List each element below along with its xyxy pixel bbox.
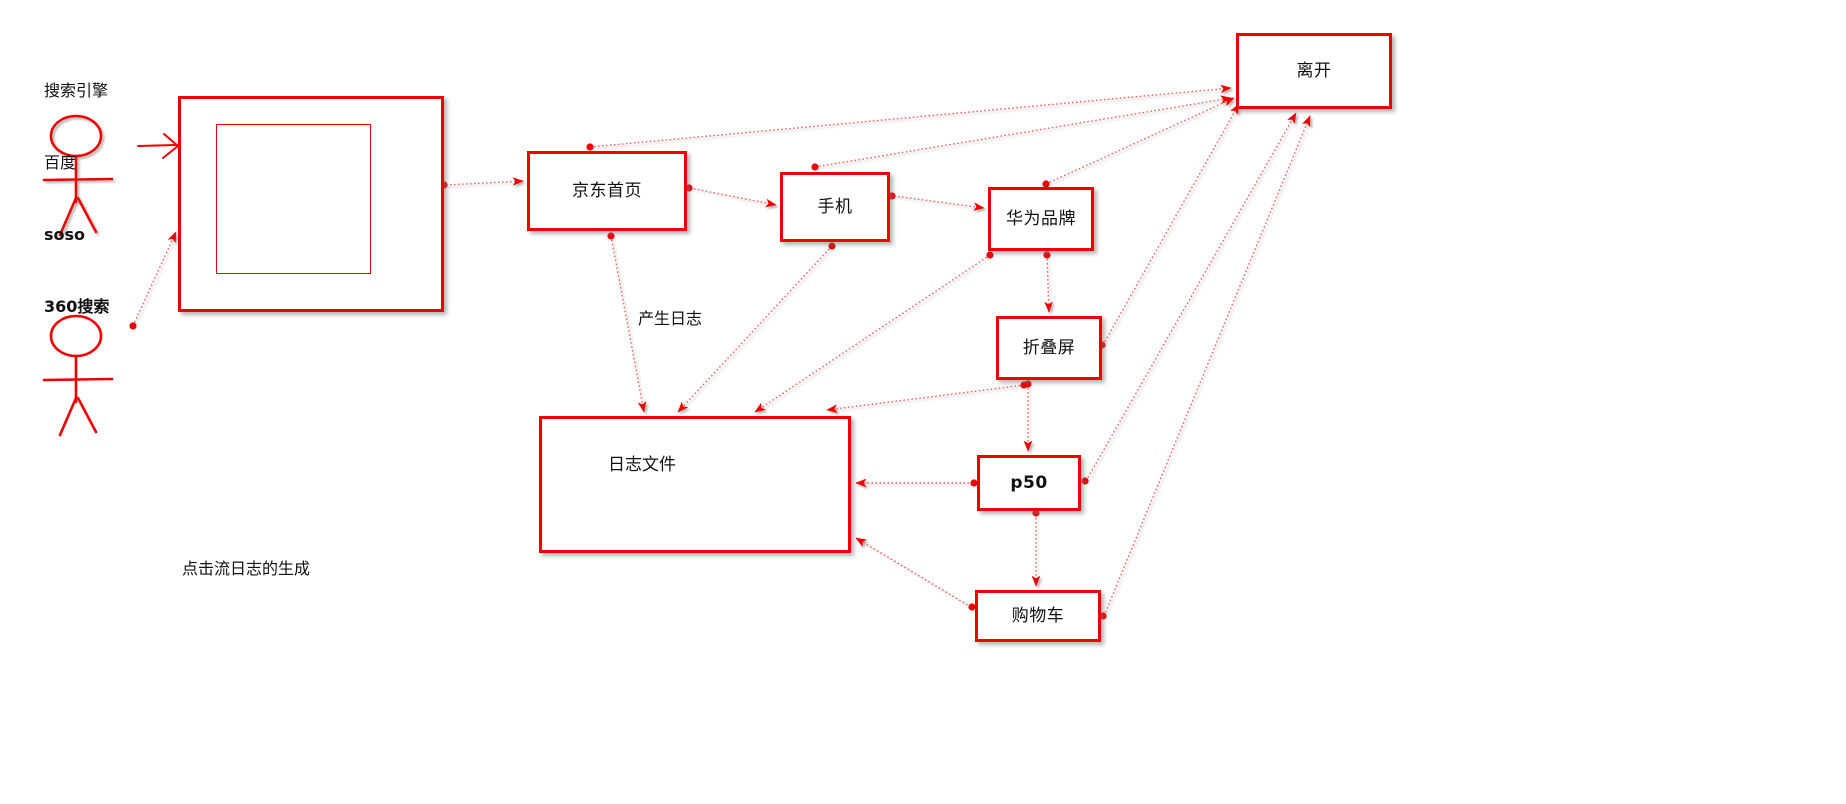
search-engine-line-3: soso (44, 225, 86, 244)
edge-phone-to-huawei (893, 195, 985, 211)
actor-stick-figure-top (42, 114, 114, 237)
edge-label-produce-log: 产生日志 (638, 309, 703, 328)
node-phone-label: 手机 (817, 196, 853, 217)
node-log-file-label: 日志文件 (608, 455, 676, 475)
node-phone[interactable]: 手机 (780, 172, 890, 242)
node-p50[interactable]: p50 (977, 455, 1081, 511)
node-huawei-brand[interactable]: 华为品牌 (988, 187, 1094, 251)
edge-phone-to-log (677, 245, 833, 413)
edge-search-to-jd (445, 177, 524, 186)
edge-fold-to-leave (1102, 103, 1240, 346)
node-cart-label: 购物车 (1011, 605, 1065, 626)
edge-fold-to-log (826, 384, 1025, 414)
search-engine-line-4: 360搜索 (44, 297, 110, 316)
edge-jd-to-leave (589, 84, 1232, 148)
actor-stick-figure-bottom (42, 314, 114, 437)
edge-phone-to-leave (814, 95, 1232, 168)
edge-p50-to-leave (1085, 112, 1297, 482)
node-log-file[interactable] (539, 416, 851, 553)
node-foldable-screen-label: 折叠屏 (1022, 337, 1076, 358)
node-p50-label: p50 (1010, 472, 1048, 493)
search-engine-inner-frame (216, 124, 371, 274)
edge-huawei-to-leave (1045, 97, 1235, 185)
node-search-engine[interactable] (178, 96, 444, 312)
diagram-caption: 点击流日志的生成 (182, 559, 311, 578)
edge-huawei-to-log (754, 254, 991, 413)
edge-jd-to-phone (689, 187, 777, 208)
node-foldable-screen[interactable]: 折叠屏 (996, 316, 1102, 380)
edge-cart-to-leave (1103, 115, 1311, 617)
node-leave[interactable]: 离开 (1236, 33, 1392, 109)
node-jd-home-label: 京东首页 (572, 180, 642, 201)
search-engine-line-2: 百度 (44, 153, 77, 172)
edge-cart-to-log (855, 537, 972, 608)
node-leave-label: 离开 (1296, 60, 1332, 81)
node-cart[interactable]: 购物车 (975, 590, 1101, 642)
node-huawei-brand-label: 华为品牌 (1006, 208, 1076, 229)
search-engine-text-block: 搜索引擎 百度 soso 360搜索 (44, 31, 109, 367)
node-jd-home[interactable]: 京东首页 (527, 151, 687, 231)
search-engine-line-1: 搜索引擎 (44, 81, 109, 100)
edge-huawei-to-fold (1044, 254, 1053, 313)
